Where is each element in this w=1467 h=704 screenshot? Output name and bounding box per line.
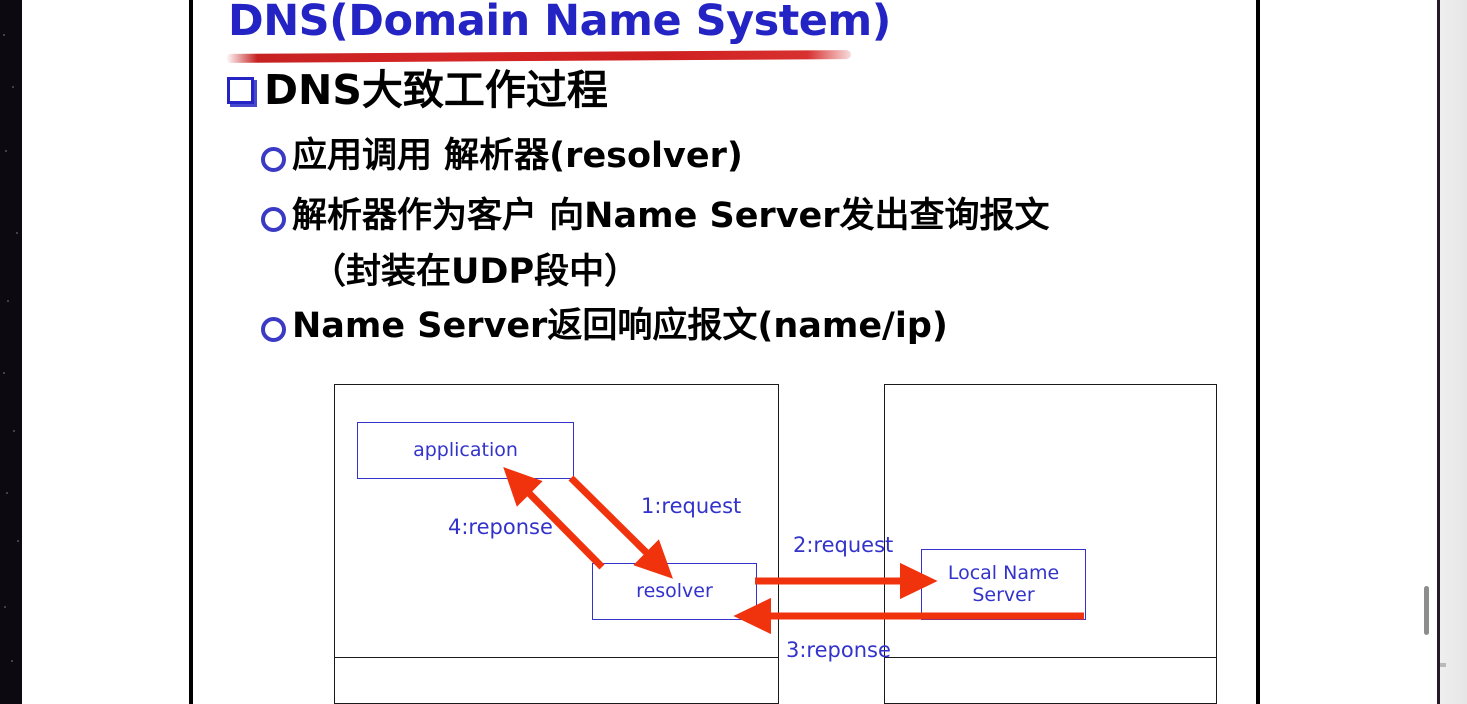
node-resolver-label: resolver: [636, 579, 713, 602]
scrollbar-tick-mark: [1440, 663, 1446, 667]
circle-bullet-icon: [261, 317, 286, 342]
node-resolver: resolver: [592, 563, 757, 620]
title-underline-stroke: [225, 50, 852, 63]
bullet-item-2-continuation: （封装在UDP段中）: [311, 252, 640, 292]
node-local-name-server-line1: Local Name: [947, 561, 1060, 584]
bullet-item-2: 解析器作为客户 向Name Server发出查询报文: [261, 194, 1050, 239]
node-local-name-server-line2: Server: [972, 583, 1035, 606]
circle-bullet-icon: [261, 147, 286, 172]
arrow-label-2-request: 2:request: [793, 533, 894, 557]
bullet-item-3-label: Name Server返回响应报文(name/ip): [292, 306, 948, 346]
nameserver-container-divider: [885, 657, 1216, 658]
node-local-name-server: Local Name Server: [921, 549, 1086, 620]
slide-left-border: [189, 0, 193, 704]
node-application-label: application: [413, 438, 518, 461]
vertical-scrollbar-thumb[interactable]: [1424, 586, 1429, 635]
arrow-1-request: [568, 475, 673, 579]
arrow-label-3-reponse: 3:reponse: [786, 638, 891, 662]
node-application: application: [357, 422, 574, 479]
bullet-item-3: Name Server返回响应报文(name/ip): [261, 304, 948, 349]
arrow-4-reponse: [503, 467, 605, 570]
bullet-item-1-label: 应用调用 解析器(resolver): [292, 136, 743, 176]
right-pane-divider: [1437, 0, 1440, 704]
nameserver-container-box: [884, 384, 1217, 704]
bullet-item-2-label: 解析器作为客户 向Name Server发出查询报文: [292, 196, 1050, 236]
slide-right-border: [1256, 0, 1260, 704]
square-bullet-icon: [227, 77, 254, 104]
left-dark-edge: [0, 0, 22, 704]
slide-title: DNS(Domain Name System): [228, 0, 891, 46]
host-container-divider: [335, 657, 778, 658]
circle-bullet-icon: [261, 207, 286, 232]
heading-text: DNS大致工作过程: [264, 66, 608, 114]
slide-canvas: DNS(Domain Name System) DNS大致工作过程 应用调用 解…: [193, 0, 1256, 704]
arrow-label-4-reponse: 4:reponse: [448, 515, 553, 539]
arrow-label-1-request: 1:request: [641, 494, 742, 518]
right-gray-panel: [1440, 0, 1467, 704]
bullet-item-1: 应用调用 解析器(resolver): [261, 134, 743, 179]
heading-bullet-row: DNS大致工作过程: [227, 70, 608, 111]
host-container-box: [334, 384, 779, 704]
